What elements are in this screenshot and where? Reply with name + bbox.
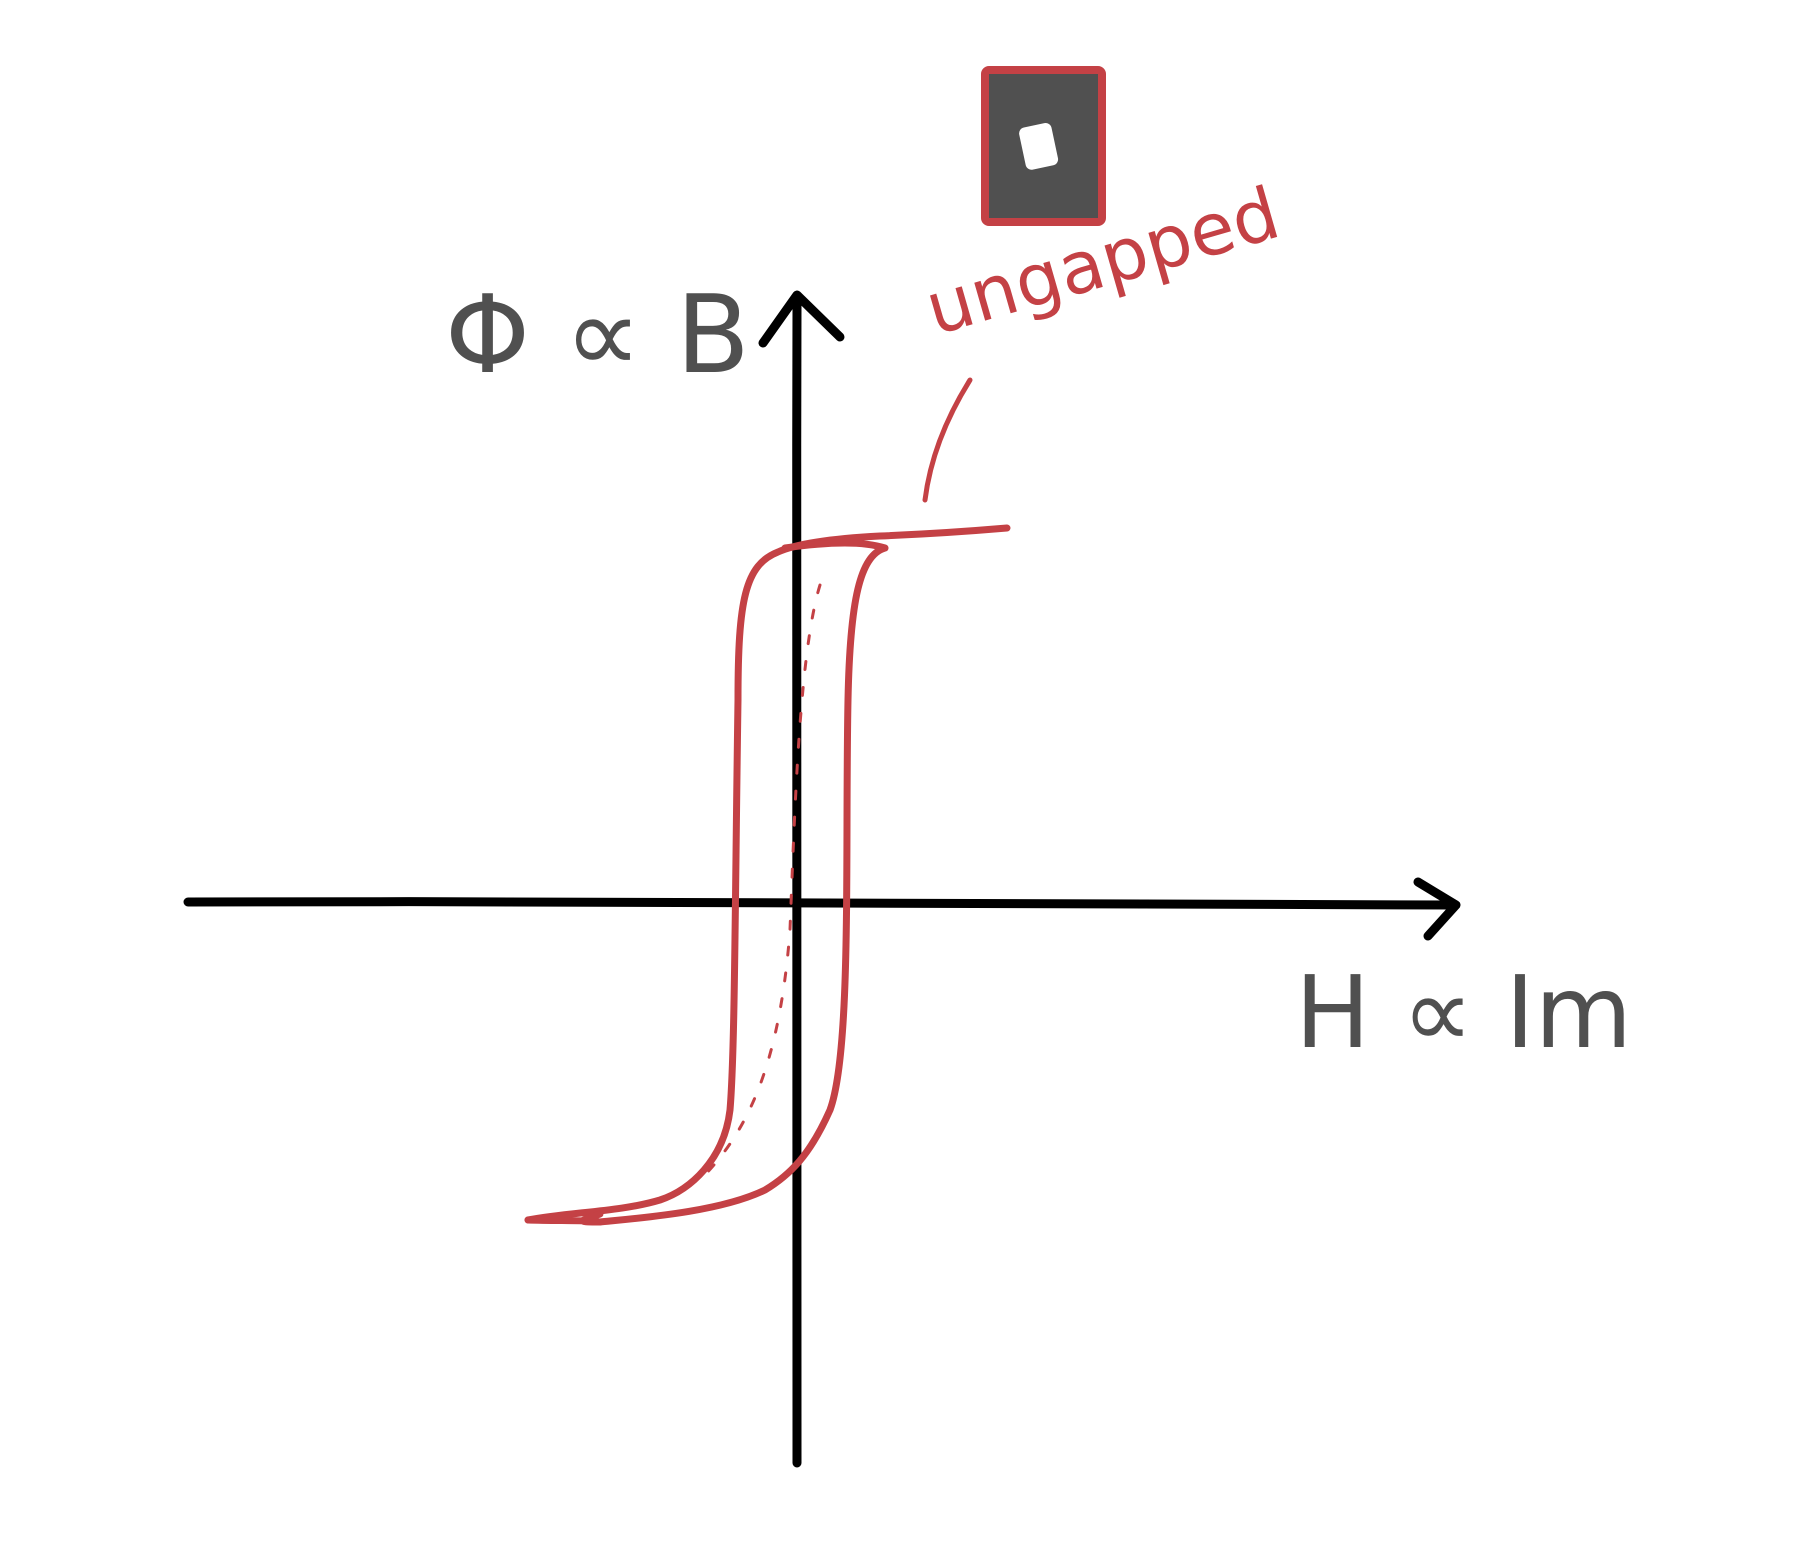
y-axis-arrowhead — [758, 290, 845, 348]
ungapped-core-icon — [981, 66, 1106, 226]
y-axis — [758, 290, 845, 1468]
annotation-pointer — [922, 377, 973, 503]
hysteresis-loop — [524, 524, 1011, 1226]
y-axis-label: Φ ∝ B — [445, 273, 750, 398]
x-axis-label: H ∝ Im — [1295, 954, 1632, 1071]
hysteresis-curve-outer — [524, 524, 1011, 1224]
x-axis — [183, 877, 1461, 941]
hysteresis-curve-closing — [524, 1210, 604, 1226]
hysteresis-curve-inner — [596, 539, 889, 1226]
x-axis-arrowhead — [1413, 877, 1461, 941]
x-axis-line — [183, 897, 1460, 910]
core-window — [1019, 123, 1059, 170]
initial-magnetization-dashed — [698, 583, 822, 1182]
